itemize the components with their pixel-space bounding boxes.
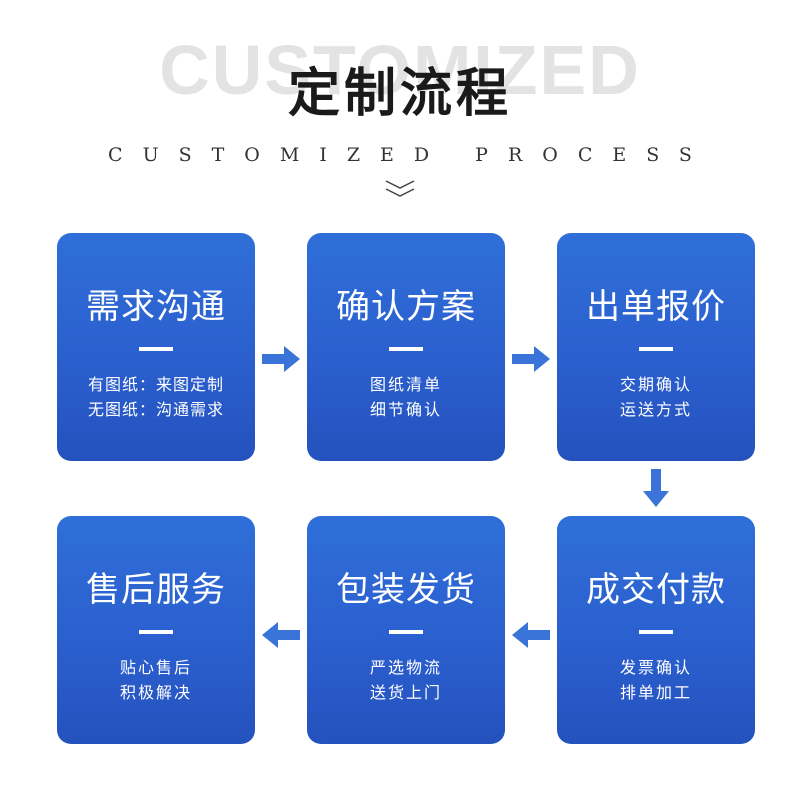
divider-bar	[639, 347, 673, 351]
step-title: 成交付款	[586, 570, 726, 610]
arrow-left-icon	[512, 622, 550, 648]
divider-bar	[389, 630, 423, 634]
step-description: 交期确认 运送方式	[557, 372, 755, 422]
step-card-packing-shipping: 包装发货 严选物流 送货上门	[307, 516, 505, 744]
step-card-after-sales: 售后服务 贴心售后 积极解决	[57, 516, 255, 744]
step-description: 有图纸：来图定制 无图纸：沟通需求	[57, 372, 255, 422]
step-title: 售后服务	[86, 570, 226, 610]
step-line: 细节确认	[369, 400, 442, 419]
step-line: 贴心售后	[119, 658, 192, 677]
step-description: 贴心售后 积极解决	[57, 655, 255, 705]
step-line: 运送方式	[619, 400, 692, 419]
step-line: 发票确认	[619, 658, 692, 677]
step-description: 图纸清单 细节确认	[307, 372, 505, 422]
step-card-quotation: 出单报价 交期确认 运送方式	[557, 233, 755, 461]
divider-bar	[139, 347, 173, 351]
step-card-requirements: 需求沟通 有图纸：来图定制 无图纸：沟通需求	[57, 233, 255, 461]
step-title: 出单报价	[586, 287, 726, 327]
page-title: 定制流程	[287, 64, 512, 124]
step-line: 图纸清单	[369, 375, 442, 394]
page-subtitle: CUSTOMIZED PROCESS	[108, 144, 712, 166]
divider-bar	[639, 630, 673, 634]
step-line: 排单加工	[619, 683, 692, 702]
step-card-payment: 成交付款 发票确认 排单加工	[557, 516, 755, 744]
step-title: 需求沟通	[86, 287, 226, 327]
step-line: 有图纸：来图定制	[87, 375, 224, 394]
arrow-right-icon	[262, 346, 300, 372]
step-line: 送货上门	[369, 683, 442, 702]
step-title: 包装发货	[336, 570, 476, 610]
step-line: 无图纸：沟通需求	[87, 400, 224, 419]
step-line: 积极解决	[119, 683, 192, 702]
divider-bar	[139, 630, 173, 634]
divider-bar	[389, 347, 423, 351]
step-line: 严选物流	[369, 658, 442, 677]
step-description: 严选物流 送货上门	[307, 655, 505, 705]
step-title: 确认方案	[336, 287, 476, 327]
arrow-down-icon	[643, 469, 669, 507]
step-line: 交期确认	[619, 375, 692, 394]
step-card-confirm-plan: 确认方案 图纸清单 细节确认	[307, 233, 505, 461]
double-chevron-down-icon	[385, 180, 415, 197]
step-description: 发票确认 排单加工	[557, 655, 755, 705]
arrow-left-icon	[262, 622, 300, 648]
background-watermark-word: CUSTOMIZED	[159, 31, 641, 109]
arrow-right-icon	[512, 346, 550, 372]
